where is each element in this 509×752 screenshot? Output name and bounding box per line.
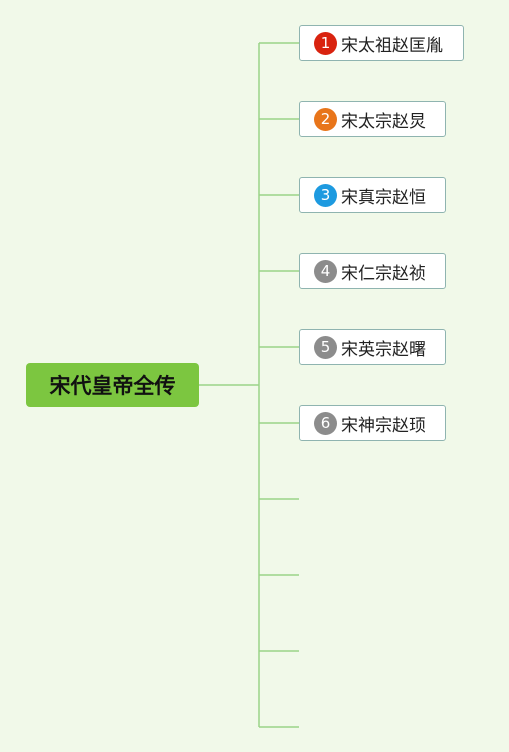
priority-2-icon: 2 bbox=[314, 107, 337, 131]
priority-5-icon: 5 bbox=[314, 335, 337, 359]
root-topic-node[interactable]: 宋代皇帝全传 bbox=[26, 363, 199, 407]
priority-3-icon: 3 bbox=[314, 183, 337, 207]
branch-node-5[interactable]: 5 宋英宗赵曙 bbox=[299, 329, 446, 365]
branch-label-1: 宋太祖赵匡胤 bbox=[341, 35, 443, 56]
branch-node-4[interactable]: 4 宋仁宗赵祯 bbox=[299, 253, 446, 289]
branch-label-5: 宋英宗赵曙 bbox=[341, 339, 426, 360]
priority-6-icon: 6 bbox=[314, 411, 337, 435]
branch-label-6: 宋神宗赵顼 bbox=[341, 415, 426, 436]
branch-node-1[interactable]: 1 宋太祖赵匡胤 bbox=[299, 25, 464, 61]
branch-node-6[interactable]: 6 宋神宗赵顼 bbox=[299, 405, 446, 441]
branch-label-3: 宋真宗赵恒 bbox=[341, 187, 426, 208]
priority-1-icon: 1 bbox=[314, 31, 337, 55]
root-topic-label: 宋代皇帝全传 bbox=[49, 374, 176, 398]
branch-label-4: 宋仁宗赵祯 bbox=[341, 263, 426, 284]
branch-node-2[interactable]: 2 宋太宗赵炅 bbox=[299, 101, 446, 137]
priority-4-icon: 4 bbox=[314, 259, 337, 283]
branch-label-2: 宋太宗赵炅 bbox=[341, 111, 426, 132]
branch-node-3[interactable]: 3 宋真宗赵恒 bbox=[299, 177, 446, 213]
